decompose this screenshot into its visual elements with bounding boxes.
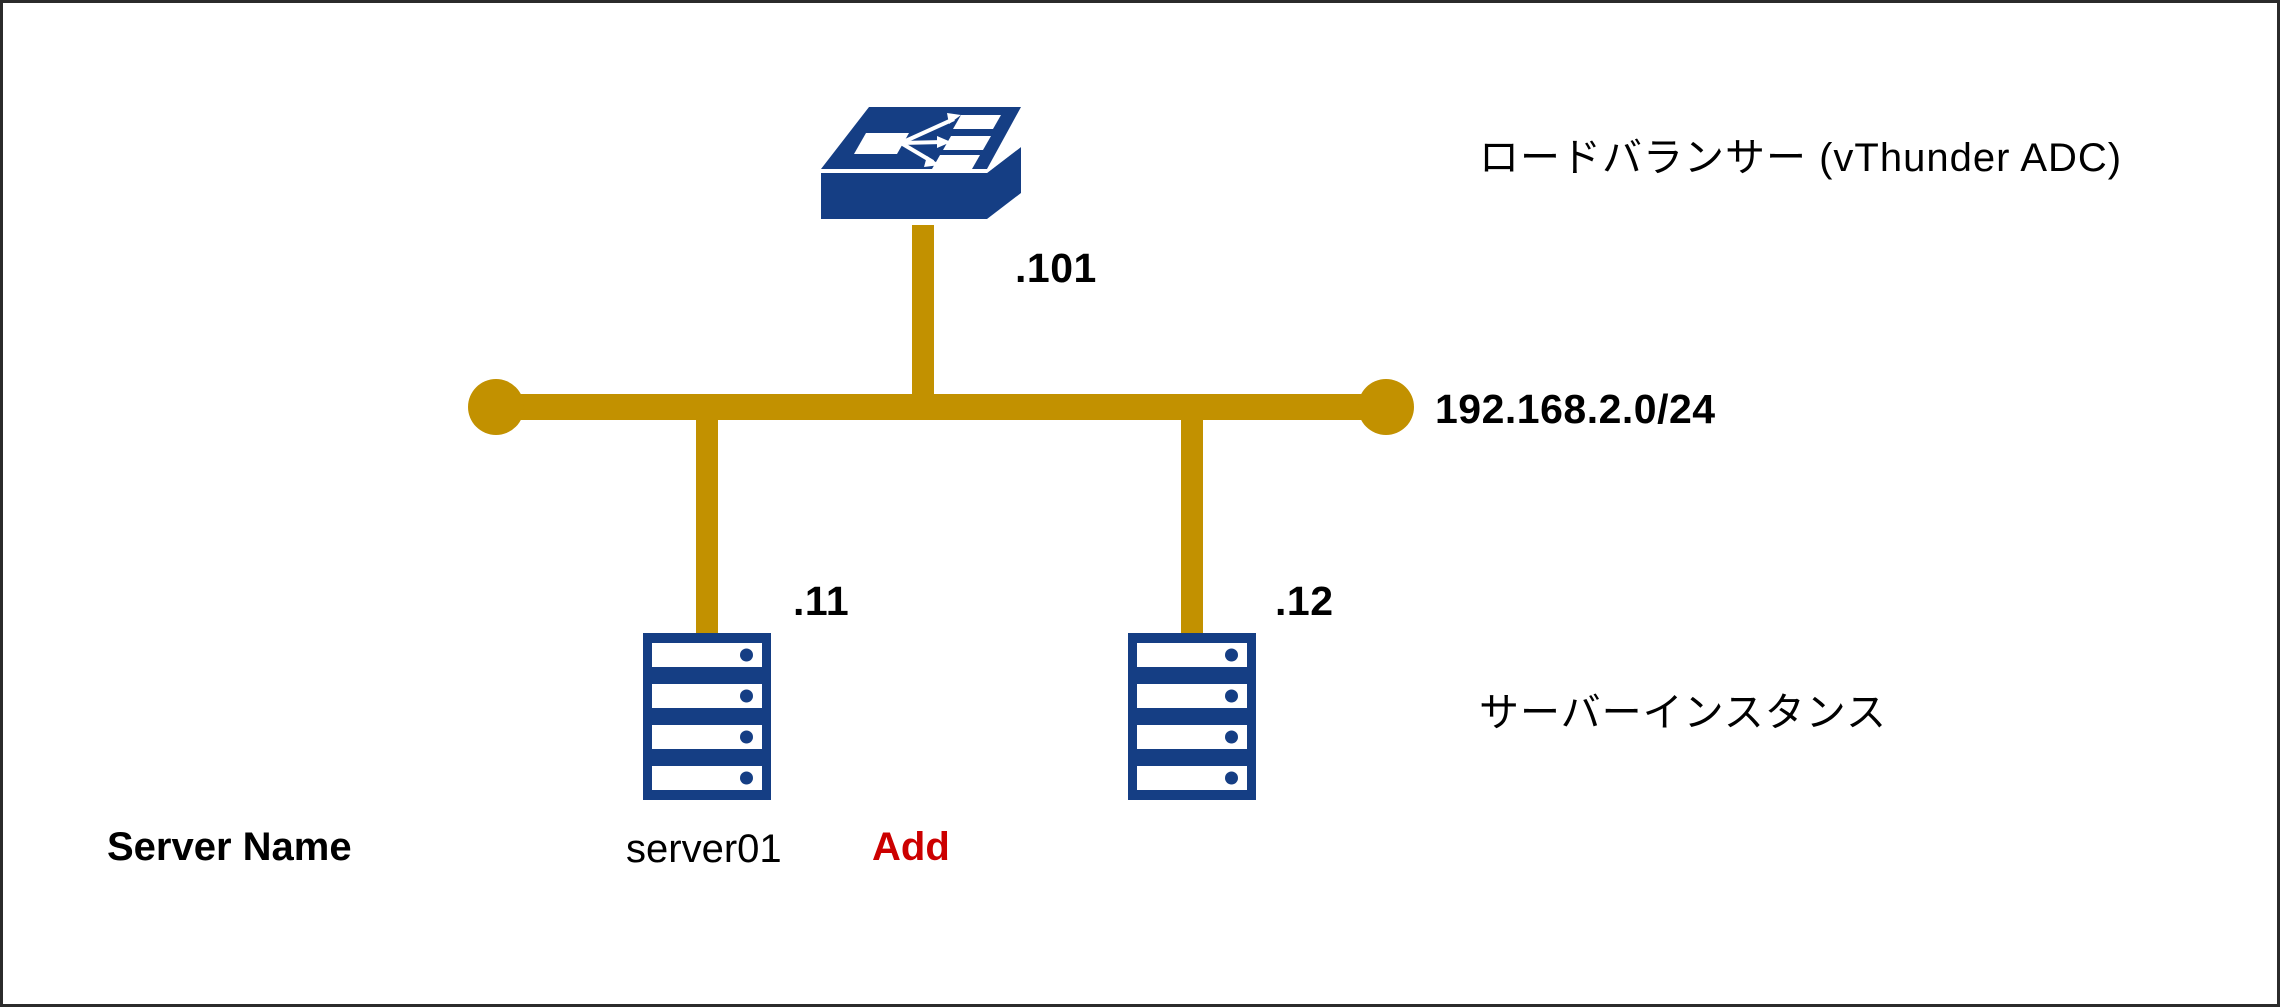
status-led-icon (1225, 771, 1238, 785)
rack-bay (652, 643, 762, 667)
status-led-icon (1225, 648, 1238, 662)
status-led-icon (1225, 689, 1238, 703)
server-rack-icon-1[interactable] (643, 633, 771, 800)
server-1-ip-label: .11 (793, 578, 850, 624)
rack-bay (652, 684, 762, 708)
link-bus-to-server-2 (1181, 413, 1203, 633)
rack-bay (1137, 643, 1247, 667)
status-led-icon (1225, 730, 1238, 744)
rack-bay (652, 725, 762, 749)
rack-bay (1137, 725, 1247, 749)
status-led-icon (740, 689, 753, 703)
link-bus-to-server-1 (696, 413, 718, 633)
server-1-name-value: server01 (626, 827, 782, 871)
bus-terminator-right (1358, 379, 1414, 435)
load-balancer-icon[interactable] (809, 81, 1039, 231)
rack-bay (1137, 766, 1247, 790)
status-led-icon (740, 730, 753, 744)
status-led-icon (740, 648, 753, 662)
server-name-row-header: Server Name (107, 825, 352, 869)
add-server-action[interactable]: Add (872, 825, 950, 869)
rack-bay (1137, 684, 1247, 708)
rack-bay (652, 766, 762, 790)
status-led-icon (740, 771, 753, 785)
link-loadbalancer-to-bus (912, 225, 934, 415)
server-2-ip-label: .12 (1275, 578, 1334, 624)
server-rack-icon-2[interactable] (1128, 633, 1256, 800)
load-balancer-ip-label: .101 (1015, 245, 1097, 291)
bus-terminator-left (468, 379, 524, 435)
subnet-label: 192.168.2.0/24 (1435, 386, 1716, 432)
server-instances-role-label: サーバーインスタンス (1479, 691, 1887, 735)
load-balancer-role-label: ロードバランサー (vThunder ADC) (1479, 136, 2123, 180)
network-bus-line (483, 394, 1408, 420)
